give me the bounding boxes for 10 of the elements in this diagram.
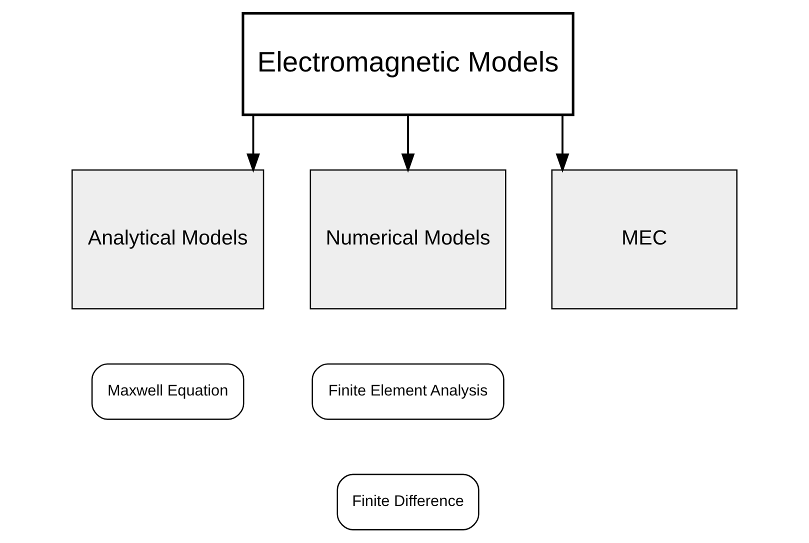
node-box: Numerical Models [310, 169, 506, 310]
node-box: Analytical Models [72, 169, 264, 310]
arrow [246, 115, 260, 173]
node-box: Electromagnetic Models [242, 12, 574, 116]
arrow [401, 115, 415, 173]
node-box: MEC [551, 169, 738, 310]
node-box: Maxwell Equation [91, 363, 244, 420]
arrow [556, 115, 570, 173]
node-box: Finite Element Analysis [312, 363, 504, 420]
node-box: Finite Difference [336, 474, 480, 530]
